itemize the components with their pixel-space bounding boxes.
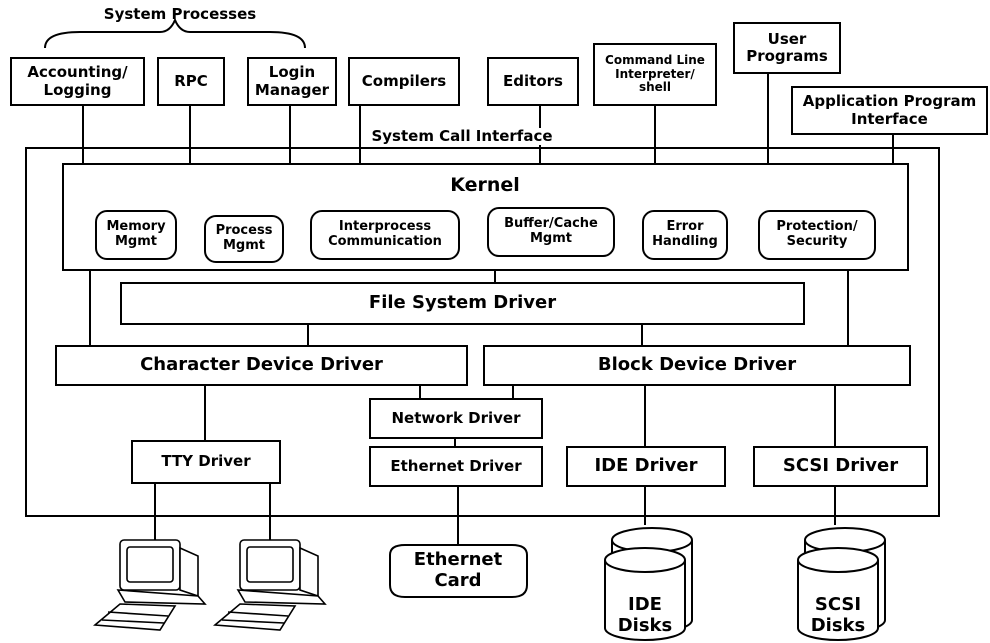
file-system-driver-box: File System Driver	[120, 282, 805, 325]
ethernet-driver-box: Ethernet Driver	[369, 446, 543, 487]
terminal-icon	[212, 539, 327, 631]
compilers-box: Compilers	[348, 57, 460, 106]
character-device-driver-box: Character Device Driver	[55, 345, 468, 386]
ide-disks-icon	[604, 527, 693, 641]
ide-disks-label: IDE Disks	[617, 594, 673, 636]
block-device-driver-box: Block Device Driver	[483, 345, 911, 386]
editors-box: Editors	[487, 57, 579, 106]
interprocess-communication-box: Interprocess Communication	[310, 210, 460, 260]
ide-driver-box: IDE Driver	[566, 446, 726, 487]
error-handling-box: Error Handling	[642, 210, 728, 260]
scsi-driver-box: SCSI Driver	[753, 446, 928, 487]
accounting-logging-box: Accounting/ Logging	[10, 57, 145, 106]
system-call-interface-label: System Call Interface	[362, 127, 562, 146]
kernel-title: Kernel	[450, 174, 520, 196]
tty-driver-box: TTY Driver	[131, 440, 281, 484]
protection-security-box: Protection/ Security	[758, 210, 876, 260]
user-programs-box: User Programs	[733, 22, 841, 74]
terminal-icon	[92, 539, 207, 631]
process-mgmt-box: Process Mgmt	[204, 215, 284, 263]
ethernet-card-icon	[389, 544, 528, 598]
login-manager-box: Login Manager	[247, 57, 337, 106]
buffer-cache-mgmt-box: Buffer/Cache Mgmt	[487, 207, 615, 257]
network-driver-box: Network Driver	[369, 398, 543, 439]
memory-mgmt-box: Memory Mgmt	[95, 210, 177, 260]
command-line-shell-box: Command Line Interpreter/ shell	[593, 43, 717, 106]
system-processes-label: System Processes	[103, 5, 257, 23]
application-program-interface-box: Application Program Interface	[791, 86, 988, 135]
operating-system-frame	[25, 147, 940, 517]
system-processes-brace	[44, 17, 306, 49]
rpc-box: RPC	[157, 57, 225, 106]
scsi-disks-icon	[797, 527, 886, 641]
ethernet-card-label: Ethernet Card	[413, 549, 503, 591]
scsi-disks-label: SCSI Disks	[810, 594, 866, 636]
